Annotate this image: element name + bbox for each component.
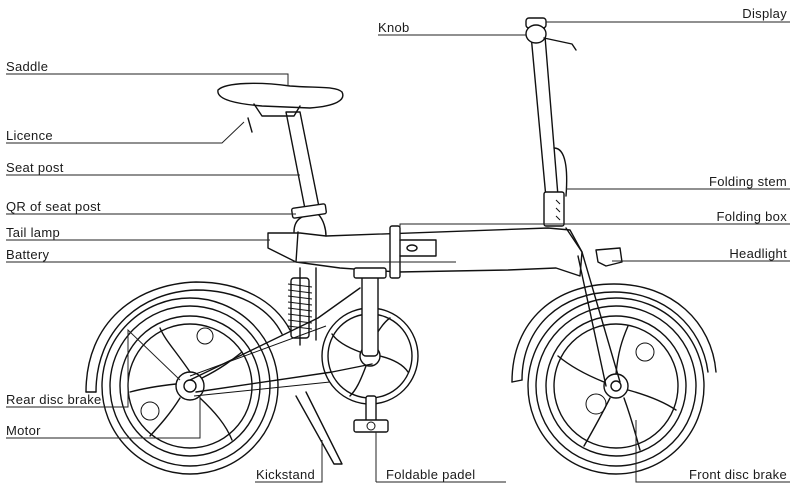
rear-shock xyxy=(287,277,313,339)
label-licence: Licence xyxy=(6,128,53,143)
leader-saddle xyxy=(6,73,289,86)
leader-foldable-padel xyxy=(375,432,506,483)
label-motor: Motor xyxy=(6,423,41,438)
leader-lines xyxy=(6,21,790,483)
label-kickstand: Kickstand xyxy=(256,467,315,482)
label-foldable-padel: Foldable padel xyxy=(386,467,476,482)
label-front-disc-brake: Front disc brake xyxy=(689,467,787,482)
drivetrain xyxy=(189,267,419,433)
leader-rear-disc-brake xyxy=(6,328,181,408)
label-display: Display xyxy=(742,6,787,21)
leader-motor xyxy=(6,396,201,439)
leader-front-disc-brake xyxy=(635,420,790,483)
label-battery: Battery xyxy=(6,247,49,262)
label-knob: Knob xyxy=(378,20,410,35)
leader-folding-box xyxy=(399,223,790,240)
bike-drawing xyxy=(85,17,717,475)
headlight xyxy=(595,247,623,267)
leader-licence xyxy=(6,121,245,144)
label-folding-stem: Folding stem xyxy=(709,174,787,189)
stem-assembly xyxy=(525,17,621,387)
label-saddle: Saddle xyxy=(6,59,48,74)
label-folding-box: Folding box xyxy=(716,209,787,224)
labels: Knob Display Saddle Licence Seat post QR… xyxy=(6,6,787,482)
label-headlight: Headlight xyxy=(729,246,787,261)
rear-wheel xyxy=(85,281,291,475)
kickstand xyxy=(295,391,343,465)
label-rear-disc-brake: Rear disc brake xyxy=(6,392,102,407)
label-tail-lamp: Tail lamp xyxy=(6,225,60,240)
label-qr-seat-post: QR of seat post xyxy=(6,199,101,214)
leader-kickstand xyxy=(255,440,323,483)
label-seat-post: Seat post xyxy=(6,160,64,175)
seat-assembly xyxy=(217,82,344,219)
frame xyxy=(189,213,583,393)
front-wheel xyxy=(511,283,717,475)
